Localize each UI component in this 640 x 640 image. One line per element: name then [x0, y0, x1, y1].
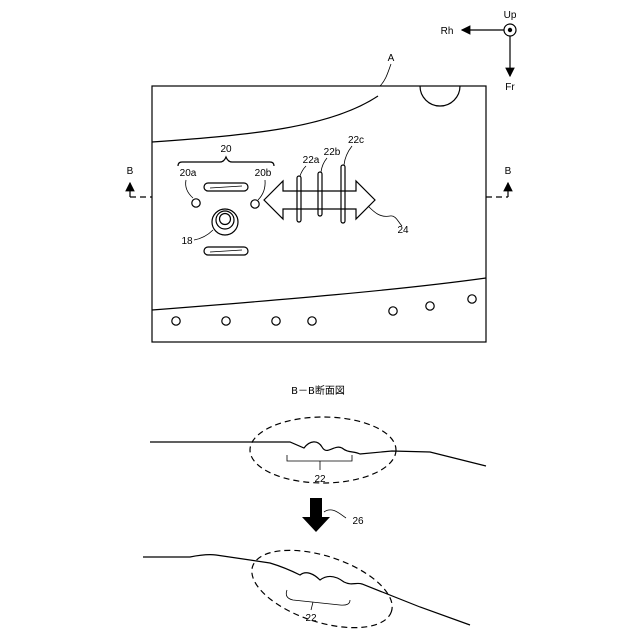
transition-arrow-icon: [302, 498, 330, 532]
ref-22c-label: 22c: [348, 135, 364, 146]
axis-fr-label: Fr: [505, 82, 515, 93]
ref-20b-leader: [258, 180, 265, 200]
hole-20b: [251, 200, 259, 208]
ref-22b-leader: [321, 158, 327, 172]
up-axis-dot-icon: [508, 28, 512, 32]
hole: [308, 317, 316, 325]
ref-20-brace: [178, 157, 274, 166]
section-view: B－B断面図 22 26 22: [143, 384, 486, 640]
ref-26-leader: [324, 510, 346, 518]
ring-inner: [220, 214, 231, 225]
axis-up-label: Up: [504, 10, 517, 21]
ref-20a-label: 20a: [180, 168, 197, 179]
section-profile-before: [150, 442, 486, 466]
ref-22c-leader: [344, 146, 352, 165]
ref-20-label: 20: [220, 144, 232, 155]
ref-22a-label: 22a: [303, 155, 320, 166]
ref-22-label-before: 22: [314, 474, 326, 485]
bead-22a: [297, 176, 301, 222]
ref-22a-leader: [300, 166, 306, 176]
hole: [222, 317, 230, 325]
detail-ellipse-after: [242, 535, 401, 640]
ref-22-leader-after: [311, 602, 313, 610]
hole: [426, 302, 434, 310]
section-caption: B－B断面図: [291, 384, 345, 397]
hole: [389, 307, 397, 315]
ref-22-bracket-after: [286, 590, 350, 605]
section-mark-left: B: [127, 166, 134, 177]
double-arrow-icon: [264, 181, 375, 219]
upper-slot-inner: [210, 186, 242, 188]
axis-rh-label: Rh: [441, 26, 454, 37]
section-mark-right: B: [505, 166, 512, 177]
ref-22b-label: 22b: [324, 147, 341, 158]
lower-slot-inner: [210, 250, 242, 252]
panel-outline: [152, 86, 486, 342]
hole-20a: [192, 199, 200, 207]
ref-24-leader: [368, 206, 402, 226]
ref-26-label: 26: [352, 516, 364, 527]
ref-18-leader: [194, 230, 213, 240]
panel-ref-leader: [380, 64, 391, 86]
hole: [272, 317, 280, 325]
panel-upper-curve: [152, 96, 378, 142]
ref-20b-label: 20b: [255, 168, 272, 179]
ref-22-bracket-before: [287, 455, 352, 461]
ref-22-label-after: 22: [305, 613, 317, 624]
direction-indicator: Up Rh Fr: [441, 10, 517, 93]
corner-arc: [420, 86, 460, 106]
hole: [172, 317, 180, 325]
ref-20a-leader: [186, 180, 193, 198]
panel-lower-curve: [152, 278, 486, 310]
hole: [468, 295, 476, 303]
plan-view: A B B 20 20a 20b: [127, 53, 512, 342]
panel-ref-label: A: [388, 53, 395, 64]
ref-18-label: 18: [181, 236, 193, 247]
bead-22c: [341, 165, 345, 223]
ref-24-label: 24: [397, 225, 409, 236]
